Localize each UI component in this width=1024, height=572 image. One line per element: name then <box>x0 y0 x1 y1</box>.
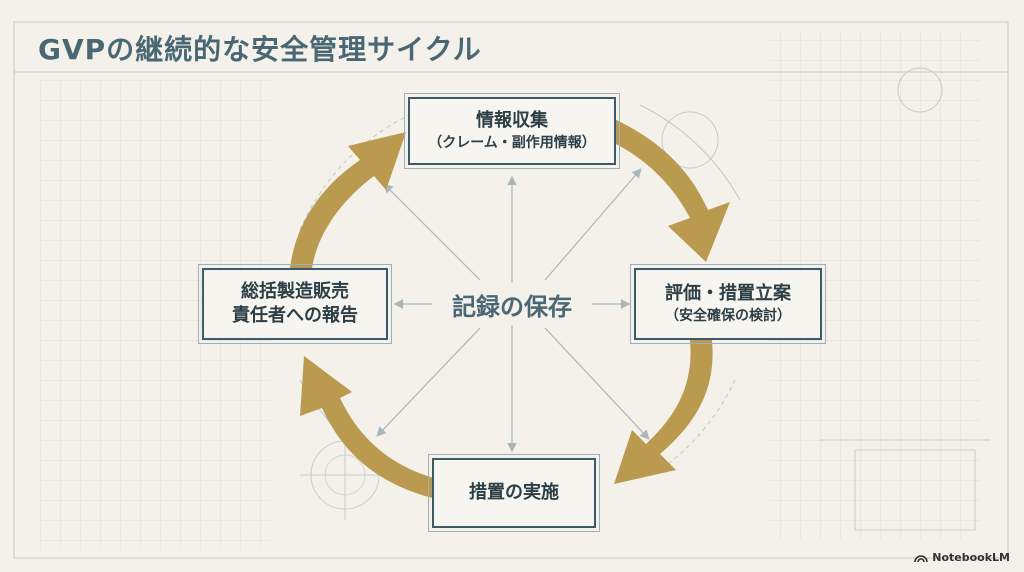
brand-label: NotebookLM <box>932 551 1010 564</box>
arrow-top-to-right <box>608 118 730 262</box>
page-title: GVPの継続的な安全管理サイクル <box>38 33 482 66</box>
brand-watermark: NotebookLM <box>914 551 1010 564</box>
center-record-keeping: 記録の保存 <box>432 284 592 324</box>
step-information-collection: 情報収集 （クレーム・副作用情報） <box>404 93 620 169</box>
arrow-bottom-to-left <box>300 356 434 498</box>
step-label-line2: 責任者への報告 <box>232 305 358 326</box>
step-report-to-supervisor: 総括製造販売 責任者への報告 <box>198 264 392 344</box>
step-sublabel: （クレーム・副作用情報） <box>428 135 596 151</box>
step-label-line1: 総括製造販売 <box>241 281 349 302</box>
step-label: 評価・措置立案 <box>665 283 791 304</box>
step-label: 情報収集 <box>476 110 548 131</box>
arrow-right-to-bottom <box>614 340 713 484</box>
step-sublabel: （安全確保の検討） <box>665 308 791 324</box>
step-implementation: 措置の実施 <box>428 454 600 532</box>
step-evaluation-planning: 評価・措置立案 （安全確保の検討） <box>630 264 826 344</box>
arrow-left-to-top <box>290 132 406 268</box>
notebooklm-logo-icon <box>914 554 929 562</box>
step-label: 措置の実施 <box>469 482 559 503</box>
cycle-arrows <box>290 118 730 498</box>
